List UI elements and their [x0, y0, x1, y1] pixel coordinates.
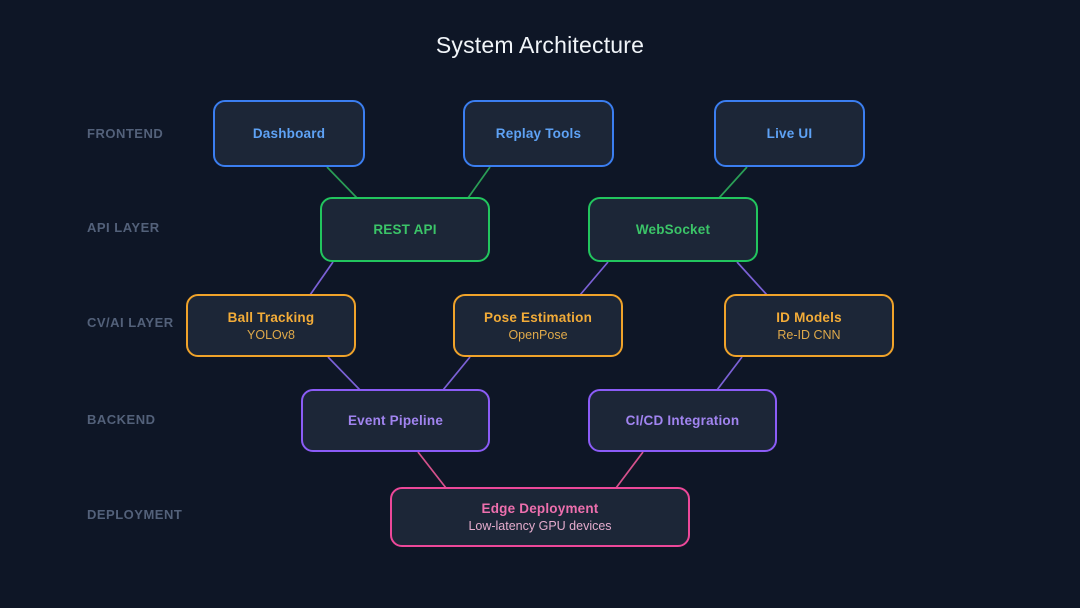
- node-label: CI/CD Integration: [625, 413, 740, 428]
- edge-id-models-to-cicd-integration: [716, 356, 743, 391]
- node-label: Event Pipeline: [347, 413, 444, 428]
- edge-pose-estimation-to-event-pipeline: [442, 356, 471, 391]
- node-label: Edge Deployment: [481, 501, 599, 516]
- layer-label-backend: BACKEND: [87, 412, 156, 427]
- node-label: WebSocket: [635, 222, 711, 237]
- node-label: Dashboard: [252, 126, 326, 141]
- page-title: System Architecture: [435, 32, 645, 58]
- node-websocket: WebSocket: [588, 197, 758, 262]
- node-label: ID Models: [776, 309, 842, 325]
- node-label: Ball Tracking: [227, 309, 315, 325]
- node-label: Live UI: [766, 126, 813, 141]
- layer-label-cv-ai-layer: CV/AI LAYER: [87, 315, 174, 330]
- edge-replay-tools-to-rest-api: [467, 166, 491, 199]
- edge-live-ui-to-websocket: [718, 166, 748, 199]
- node-cicd-integration: CI/CD Integration: [588, 389, 777, 452]
- edge-websocket-to-pose-estimation: [579, 261, 609, 296]
- edge-cicd-integration-to-edge-deployment: [615, 451, 644, 489]
- edge-ball-tracking-to-event-pipeline: [327, 356, 361, 391]
- node-sublabel: YOLOv8: [247, 327, 295, 342]
- edge-event-pipeline-to-edge-deployment: [417, 451, 447, 489]
- node-event-pipeline: Event Pipeline: [301, 389, 490, 452]
- node-label: Pose Estimation: [483, 309, 593, 325]
- node-dashboard: Dashboard: [213, 100, 365, 167]
- node-sublabel: OpenPose: [508, 327, 568, 342]
- node-label: REST API: [373, 222, 437, 237]
- node-rest-api: REST API: [320, 197, 490, 262]
- edge-rest-api-to-ball-tracking: [309, 261, 334, 296]
- edge-dashboard-to-rest-api: [326, 166, 358, 199]
- node-replay-tools: Replay Tools: [463, 100, 614, 167]
- node-label: Replay Tools: [495, 126, 582, 141]
- layer-label-frontend: FRONTEND: [87, 126, 164, 141]
- node-sublabel: Low-latency GPU devices: [468, 519, 612, 533]
- node-live-ui: Live UI: [714, 100, 865, 167]
- layer-label-deployment: DEPLOYMENT: [87, 507, 183, 522]
- node-sublabel: Re-ID CNN: [777, 327, 841, 342]
- edge-websocket-to-id-models: [736, 261, 768, 296]
- layer-label-api-layer: API LAYER: [87, 220, 160, 235]
